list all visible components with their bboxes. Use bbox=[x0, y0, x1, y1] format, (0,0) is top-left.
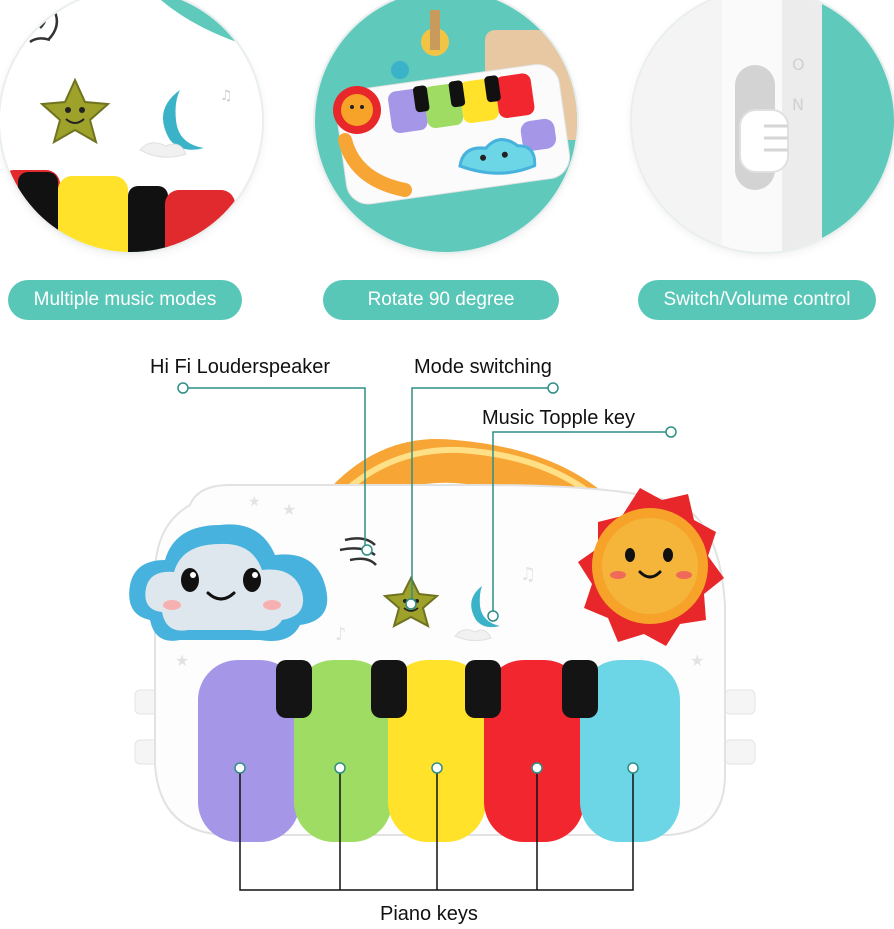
cloud-face-icon bbox=[129, 524, 328, 641]
feature-label-rotate: Rotate 90 degree bbox=[323, 280, 559, 320]
feature-label-music-modes: Multiple music modes bbox=[8, 280, 242, 320]
svg-text:★: ★ bbox=[690, 651, 704, 670]
svg-text:♫: ♫ bbox=[520, 564, 536, 585]
sun-face-icon bbox=[578, 488, 724, 646]
callout-piano-keys: Piano keys bbox=[380, 903, 478, 925]
callout-music-topple-key: Music Topple key bbox=[482, 407, 636, 429]
svg-text:N: N bbox=[792, 95, 804, 114]
callout-speaker: Hi Fi Louderspeaker bbox=[150, 356, 331, 378]
svg-text:O: O bbox=[792, 55, 805, 74]
callout-mode-switching: Mode switching bbox=[414, 356, 552, 378]
svg-text:♪: ♪ bbox=[335, 624, 347, 645]
feature-circle-switch: O N bbox=[632, 0, 894, 252]
rotating-piano-icon bbox=[315, 0, 577, 252]
svg-text:★: ★ bbox=[282, 500, 296, 519]
feature-circle-rotate bbox=[315, 0, 577, 252]
moon-button-icon bbox=[454, 586, 500, 642]
feature-label-switch: Switch/Volume control bbox=[638, 280, 876, 320]
svg-text:★: ★ bbox=[248, 494, 261, 510]
svg-text:♫: ♫ bbox=[220, 88, 233, 104]
switch-closeup-icon: O N bbox=[632, 0, 894, 252]
svg-text:★: ★ bbox=[175, 651, 189, 670]
